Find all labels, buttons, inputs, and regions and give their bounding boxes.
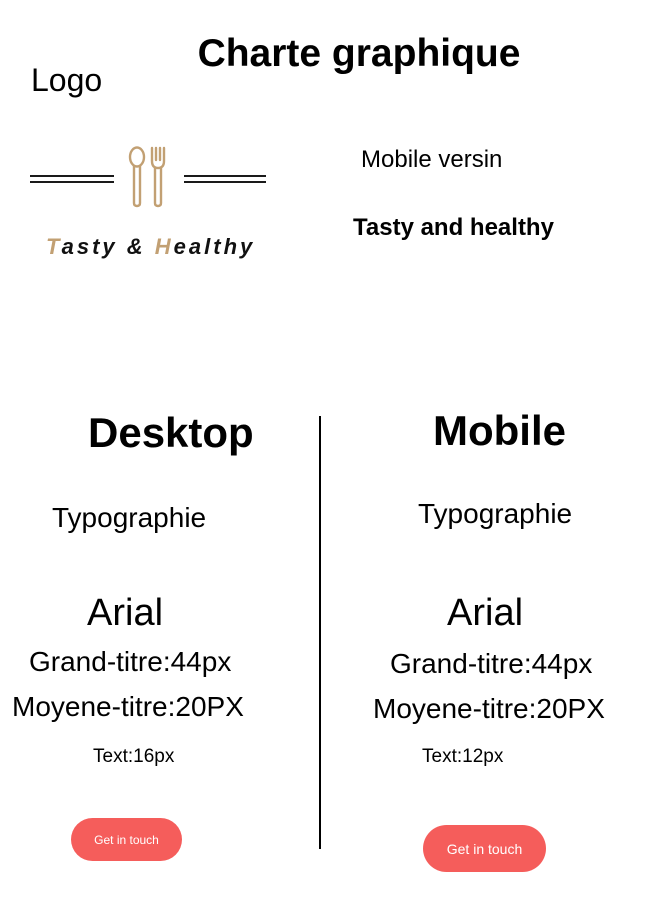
brand-initial-t: T	[46, 234, 62, 259]
mobile-text-size: Text:12px	[422, 746, 504, 767]
page-title: Charte graphique	[197, 32, 521, 75]
logo-label: Logo	[31, 62, 103, 98]
column-divider	[319, 416, 321, 849]
mobile-moyen-titre: Moyene-titre:20PX	[373, 693, 605, 724]
desktop-font-name: Arial	[87, 592, 164, 634]
brand-initial-h: H	[154, 234, 174, 259]
app-name: Tasty and healthy	[353, 214, 554, 241]
logo-line-left-bottom	[30, 181, 114, 183]
mobile-title: Mobile	[433, 407, 566, 454]
logo-line-right-bottom	[184, 181, 266, 183]
logo-line-left-top	[30, 175, 114, 177]
desktop-title: Desktop	[88, 409, 254, 456]
mobile-font-name: Arial	[447, 592, 524, 634]
brand-logo: Tasty & Healthy	[26, 142, 271, 267]
desktop-get-in-touch-button[interactable]: Get in touch	[71, 818, 182, 861]
mobile-get-in-touch-button[interactable]: Get in touch	[423, 825, 546, 872]
mobile-typography-label: Typographie	[418, 498, 573, 529]
brand-name: Tasty & Healthy	[46, 236, 255, 258]
mobile-version-label: Mobile versin	[361, 146, 503, 173]
desktop-grand-titre: Grand-titre:44px	[29, 646, 232, 677]
desktop-moyen-titre: Moyene-titre:20PX	[12, 691, 244, 722]
brand-text-part1: asty &	[61, 234, 155, 259]
desktop-typography-label: Typographie	[52, 502, 207, 533]
mobile-grand-titre: Grand-titre:44px	[390, 648, 593, 679]
logo-line-right-top	[184, 175, 266, 177]
desktop-text-size: Text:16px	[93, 746, 175, 767]
brand-text-part2: ealthy	[173, 234, 256, 259]
utensils-icon	[128, 146, 166, 208]
